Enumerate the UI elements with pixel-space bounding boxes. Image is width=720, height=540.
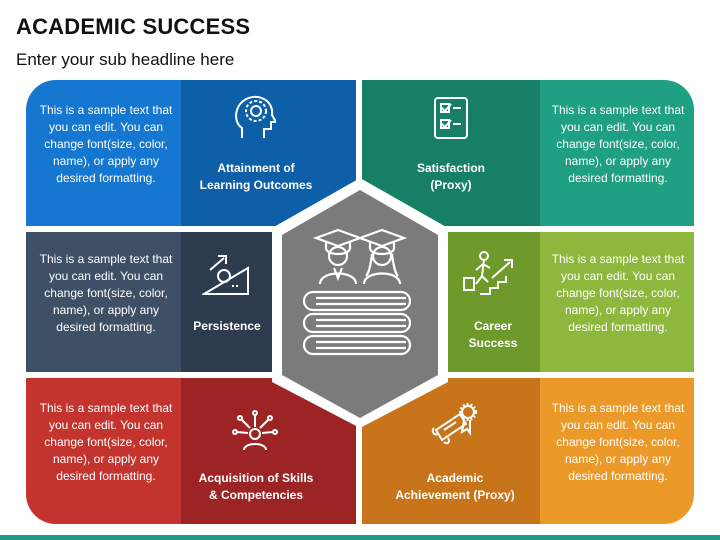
graduates-on-books-icon xyxy=(296,226,424,366)
sample-text: This is a sample text that you can edit.… xyxy=(551,252,685,334)
page-subtitle: Enter your sub headline here xyxy=(16,50,235,69)
sample-text: This is a sample text that you can edit.… xyxy=(551,103,685,185)
panel-satisfaction: Satisfaction (Proxy) This is a sample te… xyxy=(362,80,694,226)
panel-label: Satisfaction (Proxy) xyxy=(416,161,485,192)
climbing-stairs-icon xyxy=(462,250,526,298)
panel-attainment-of-learning-outcomes: This is a sample text that you can edit.… xyxy=(26,80,356,226)
panel-label: Attainment of Learning Outcomes xyxy=(199,161,313,192)
sample-text: This is a sample text that you can edit.… xyxy=(551,401,685,483)
panel-label: Persistence xyxy=(193,319,261,333)
diploma-icon xyxy=(430,402,478,450)
sample-text: This is a sample text that you can edit.… xyxy=(39,252,173,334)
panel-label: Acquisition of Skills & Competencies xyxy=(198,471,314,502)
push-boulder-icon xyxy=(202,248,250,296)
panel-academic-achievement: Academic Achievement (Proxy) This is a s… xyxy=(362,378,694,524)
panel-persistence: This is a sample text that you can edit.… xyxy=(26,232,272,372)
panel-acquisition-of-skills: This is a sample text that you can edit.… xyxy=(26,378,356,524)
page-title: ACADEMIC SUCCESS xyxy=(16,14,251,39)
panel-career-success: Career Success This is a sample text tha… xyxy=(448,232,694,372)
brain-head-icon xyxy=(232,94,276,142)
network-person-icon xyxy=(232,410,278,450)
checklist-icon xyxy=(433,96,469,140)
sample-text: This is a sample text that you can edit.… xyxy=(39,401,173,483)
footer-accent-bar xyxy=(0,535,720,540)
panel-label: Academic Achievement (Proxy) xyxy=(395,471,515,502)
sample-text: This is a sample text that you can edit.… xyxy=(39,103,173,185)
panel-label: Career Success xyxy=(468,319,518,350)
